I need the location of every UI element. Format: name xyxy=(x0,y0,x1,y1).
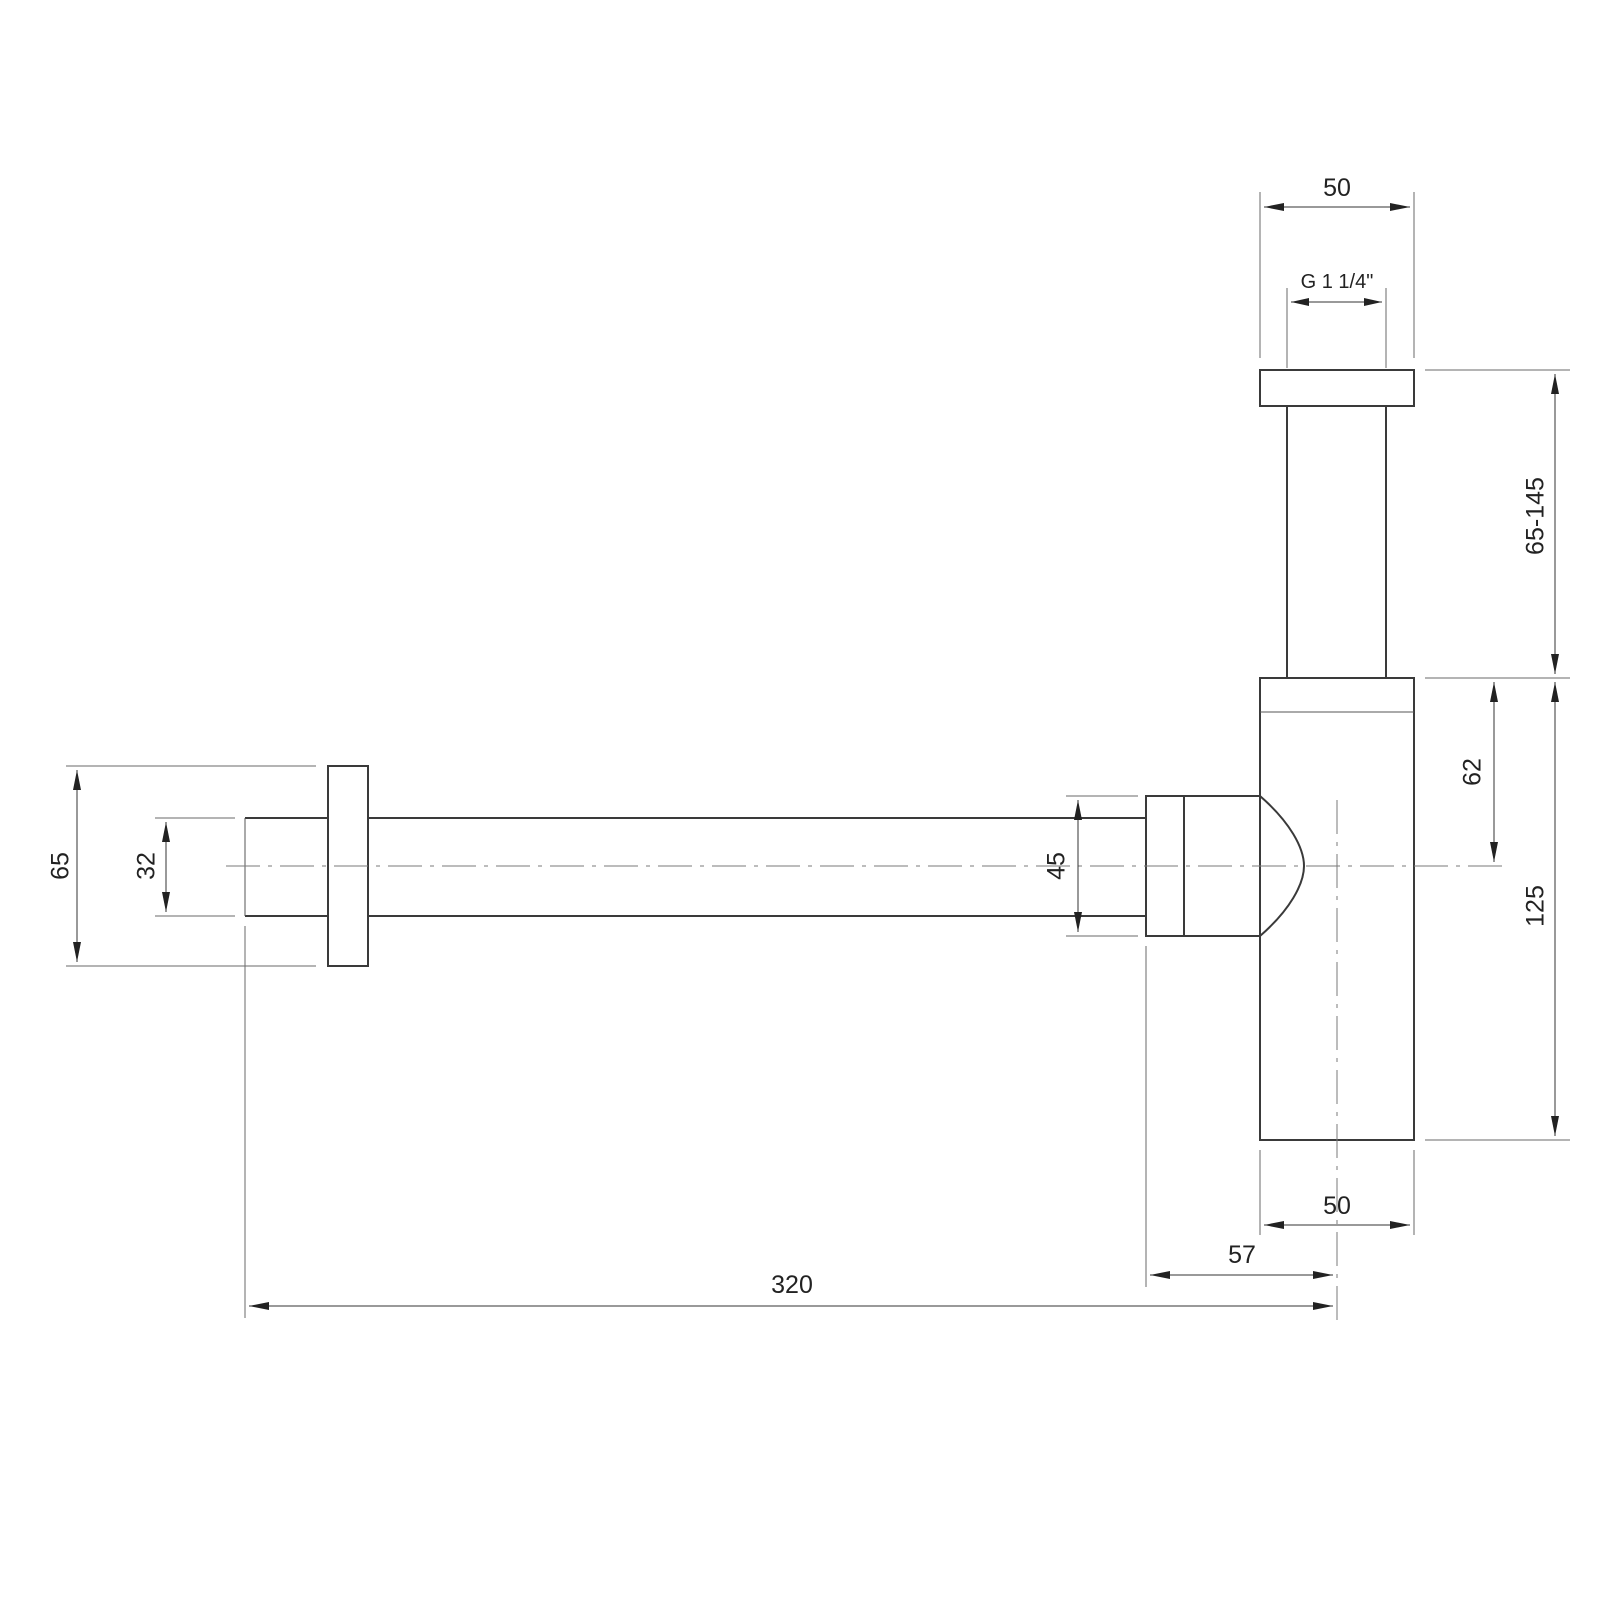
dim-label-65: 65 xyxy=(47,852,75,880)
trap-geometry xyxy=(226,369,1510,1325)
dimension-labels: 65 32 45 50 G 1 1/4" 65-145 62 125 50 57… xyxy=(47,174,1550,1299)
top-flange xyxy=(1259,369,1415,407)
dimension-lines xyxy=(73,203,1559,1310)
dim-label-45: 45 xyxy=(1043,852,1071,880)
dim-label-57: 57 xyxy=(1228,1241,1256,1269)
dim-label-32: 32 xyxy=(133,852,161,880)
dim-label-320: 320 xyxy=(771,1271,813,1299)
dim-label-125: 125 xyxy=(1522,885,1550,927)
dim-label-65-145: 65-145 xyxy=(1522,477,1550,555)
dim-label-62: 62 xyxy=(1459,758,1487,786)
dim-label-thread: G 1 1/4" xyxy=(1301,271,1374,293)
extension-lines xyxy=(66,192,1570,1318)
side-branch-connector xyxy=(1184,795,1306,937)
dim-label-50-bottom: 50 xyxy=(1323,1192,1351,1220)
dim-label-50-top: 50 xyxy=(1323,174,1351,202)
